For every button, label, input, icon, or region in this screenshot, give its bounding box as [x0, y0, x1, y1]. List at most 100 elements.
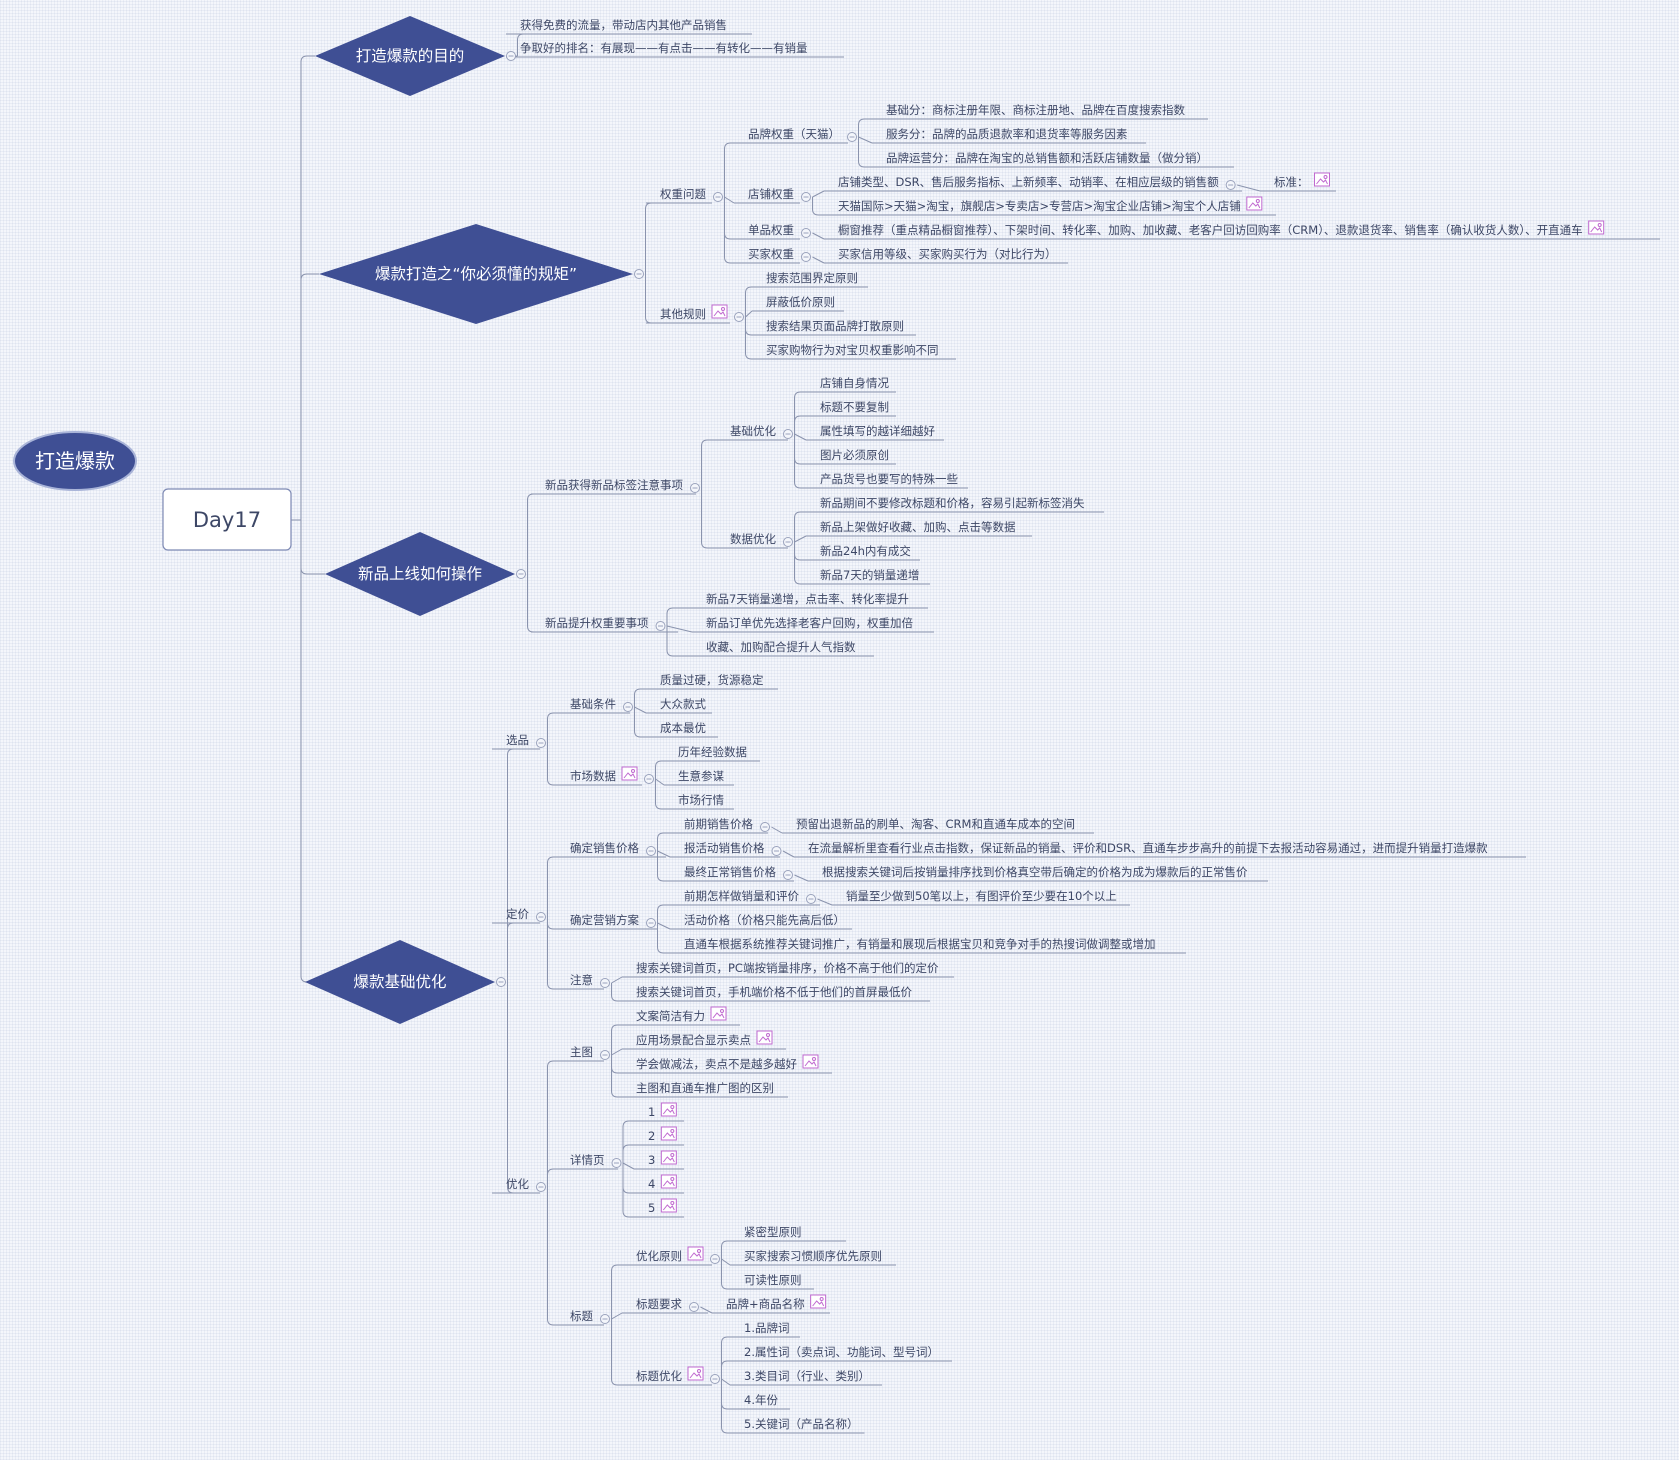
collapse-toggle[interactable] [734, 312, 744, 322]
collapse-toggle[interactable] [646, 846, 656, 856]
topic-选品[interactable]: 选品 [506, 733, 529, 747]
image-attachment-icon[interactable] [802, 1054, 819, 1069]
collapse-toggle[interactable] [634, 269, 644, 279]
topic-主图[interactable]: 主图 [570, 1045, 593, 1059]
topic-品牌权重-天猫-[interactable]: 品牌权重（天猫） [748, 127, 840, 141]
topic-新品7天的销量递增[interactable]: 新品7天的销量递增 [820, 568, 919, 582]
topic-搜索关键词首页-PC端按销量排序-价格不高于他们[interactable]: 搜索关键词首页，PC端按销量排序，价格不高于他们的定价 [636, 961, 939, 975]
topic-基础条件[interactable]: 基础条件 [570, 697, 616, 711]
topic-基础分-商标注册年限-商标注册地-品牌在百度搜索[interactable]: 基础分：商标注册年限、商标注册地、品牌在百度搜索指数 [886, 103, 1185, 117]
topic-店铺自身情况[interactable]: 店铺自身情况 [820, 376, 889, 390]
main-branch-3[interactable]: 爆款基础优化 [305, 940, 495, 1024]
topic-新品7天销量递增-点击率-转化率提升[interactable]: 新品7天销量递增，点击率、转化率提升 [706, 592, 909, 606]
topic-可读性原则[interactable]: 可读性原则 [744, 1273, 802, 1287]
topic-市场数据[interactable]: 市场数据 [570, 769, 616, 783]
topic-标题[interactable]: 标题 [570, 1309, 593, 1323]
topic-销量至少做到50笔以上-有图评价至少要在10个以[interactable]: 销量至少做到50笔以上，有图评价至少要在10个以上 [846, 889, 1117, 903]
collapse-toggle[interactable] [710, 1254, 720, 1264]
topic-搜索范围界定原则[interactable]: 搜索范围界定原则 [766, 271, 858, 285]
topic-优化原则[interactable]: 优化原则 [636, 1249, 682, 1263]
topic-定价[interactable]: 定价 [506, 907, 529, 921]
topic-最终正常销售价格[interactable]: 最终正常销售价格 [684, 865, 776, 879]
topic-4-年份[interactable]: 4.年份 [744, 1393, 778, 1407]
topic-预留出退新品的刷单-淘客-CRM和直通车成本的空[interactable]: 预留出退新品的刷单、淘客、CRM和直通车成本的空间 [796, 817, 1075, 831]
topic-3[interactable]: 3 [648, 1153, 655, 1167]
topic-确定营销方案[interactable]: 确定营销方案 [570, 913, 639, 927]
topic-5[interactable]: 5 [648, 1201, 655, 1215]
topic-前期销售价格[interactable]: 前期销售价格 [684, 817, 753, 831]
topic-新品提升权重要事项[interactable]: 新品提升权重要事项 [545, 616, 649, 630]
image-attachment-icon[interactable] [687, 1246, 704, 1261]
topic-注意[interactable]: 注意 [570, 973, 593, 987]
collapse-toggle[interactable] [1225, 180, 1236, 190]
topic-成本最优[interactable]: 成本最优 [660, 721, 706, 735]
topic-2-属性词-卖点词-功能词-型号词-[interactable]: 2.属性词（卖点词、功能词、型号词） [744, 1345, 939, 1359]
collapse-toggle[interactable] [516, 569, 526, 579]
topic-买家信用等级-买家购买行为-对比行为-[interactable]: 买家信用等级、买家购买行为（对比行为） [838, 247, 1057, 261]
topic-确定销售价格[interactable]: 确定销售价格 [570, 841, 639, 855]
topic-数据优化[interactable]: 数据优化 [730, 532, 776, 546]
image-attachment-icon[interactable] [660, 1174, 677, 1189]
image-attachment-icon[interactable] [660, 1150, 677, 1165]
topic-天猫国际-天猫-淘宝-旗舰店-专卖店-专营店-淘[interactable]: 天猫国际>天猫>淘宝，旗舰店>专卖店>专营店>淘宝企业店铺>淘宝个人店铺 [838, 199, 1241, 213]
image-attachment-icon[interactable] [1314, 172, 1330, 187]
collapse-toggle[interactable] [536, 1182, 546, 1192]
topic-争取好的排名-有展现-有点击-有转化-有销量[interactable]: 争取好的排名：有展现——有点击——有转化——有销量 [520, 41, 808, 55]
topic-橱窗推荐-重点精品橱窗推荐-下架时间-转化率-加[interactable]: 橱窗推荐（重点精品橱窗推荐）、下架时间、转化率、加购、加收藏、老客户回访回购率（… [838, 223, 1583, 237]
topic-大众款式[interactable]: 大众款式 [660, 697, 706, 711]
topic-收藏-加购配合提升人气指数[interactable]: 收藏、加购配合提升人气指数 [706, 640, 856, 654]
topic-前期怎样做销量和评价[interactable]: 前期怎样做销量和评价 [684, 889, 799, 903]
topic-属性填写的越详细越好[interactable]: 属性填写的越详细越好 [820, 424, 935, 438]
topic-历年经验数据[interactable]: 历年经验数据 [678, 745, 747, 759]
collapse-toggle[interactable] [600, 978, 610, 988]
topic-新品24h内有成交[interactable]: 新品24h内有成交 [820, 544, 911, 558]
collapse-toggle[interactable] [646, 918, 656, 928]
collapse-toggle[interactable] [847, 132, 857, 142]
collapse-toggle[interactable] [801, 252, 811, 262]
topic-服务分-品牌的品质退款率和退货率等服务因素[interactable]: 服务分：品牌的品质退款率和退货率等服务因素 [886, 127, 1128, 141]
topic-4[interactable]: 4 [648, 1177, 655, 1191]
image-attachment-icon[interactable] [1246, 196, 1263, 211]
collapse-toggle[interactable] [600, 1050, 610, 1060]
image-attachment-icon[interactable] [660, 1198, 677, 1213]
topic-权重问题[interactable]: 权重问题 [660, 187, 706, 201]
topic-学会做减法-卖点不是越多越好[interactable]: 学会做减法，卖点不是越多越好 [636, 1057, 797, 1071]
topic-市场行情[interactable]: 市场行情 [678, 793, 724, 807]
collapse-toggle[interactable] [536, 738, 546, 748]
topic-标准-[interactable]: 标准： [1274, 175, 1309, 189]
topic-品牌运营分-品牌在淘宝的总销售额和活跃店铺数量-[interactable]: 品牌运营分：品牌在淘宝的总销售额和活跃店铺数量（做分销） [886, 151, 1208, 165]
collapse-toggle[interactable] [623, 702, 633, 712]
topic-1-品牌词[interactable]: 1.品牌词 [744, 1321, 789, 1335]
topic-生意参谋[interactable]: 生意参谋 [678, 769, 724, 783]
topic-2[interactable]: 2 [648, 1129, 655, 1143]
topic-标题不要复制[interactable]: 标题不要复制 [820, 400, 889, 414]
collapse-toggle[interactable] [689, 1302, 699, 1312]
topic-标题要求[interactable]: 标题要求 [636, 1297, 682, 1311]
collapse-toggle[interactable] [506, 51, 516, 61]
image-attachment-icon[interactable] [621, 766, 638, 781]
topic-优化[interactable]: 优化 [506, 1177, 529, 1191]
topic-在流量解析里查看行业点击指数-保证新品的销量-评[interactable]: 在流量解析里查看行业点击指数，保证新品的销量、评价和DSR、直通车步步高升的前提… [808, 841, 1488, 855]
topic-图片必须原创[interactable]: 图片必须原创 [820, 448, 889, 462]
topic-质量过硬-货源稳定[interactable]: 质量过硬，货源稳定 [660, 673, 764, 687]
topic-1[interactable]: 1 [648, 1105, 655, 1119]
main-branch-2[interactable]: 新品上线如何操作 [325, 532, 515, 616]
topic-应用场景配合显示卖点[interactable]: 应用场景配合显示卖点 [636, 1033, 751, 1047]
topic-基础优化[interactable]: 基础优化 [730, 424, 776, 438]
collapse-toggle[interactable] [600, 1314, 610, 1324]
collapse-toggle[interactable] [806, 894, 816, 904]
collapse-toggle[interactable] [783, 429, 793, 439]
image-attachment-icon[interactable] [810, 1294, 827, 1309]
topic-主图和直通车推广图的区别[interactable]: 主图和直通车推广图的区别 [636, 1081, 774, 1095]
topic-3-类目词-行业-类别-[interactable]: 3.类目词（行业、类别） [744, 1369, 870, 1383]
topic-搜索结果页面品牌打散原则[interactable]: 搜索结果页面品牌打散原则 [766, 319, 904, 333]
collapse-toggle[interactable] [655, 621, 666, 631]
topic-新品订单优先选择老客户回购-权重加倍[interactable]: 新品订单优先选择老客户回购，权重加倍 [706, 616, 913, 630]
image-attachment-icon[interactable] [660, 1102, 677, 1117]
topic-活动价格-价格只能先高后低-[interactable]: 活动价格（价格只能先高后低） [684, 913, 845, 927]
image-attachment-icon[interactable] [1588, 220, 1605, 235]
main-branch-0[interactable]: 打造爆款的目的 [315, 16, 505, 96]
collapse-toggle[interactable] [801, 228, 811, 238]
collapse-toggle[interactable] [801, 192, 811, 202]
image-attachment-icon[interactable] [660, 1126, 677, 1141]
